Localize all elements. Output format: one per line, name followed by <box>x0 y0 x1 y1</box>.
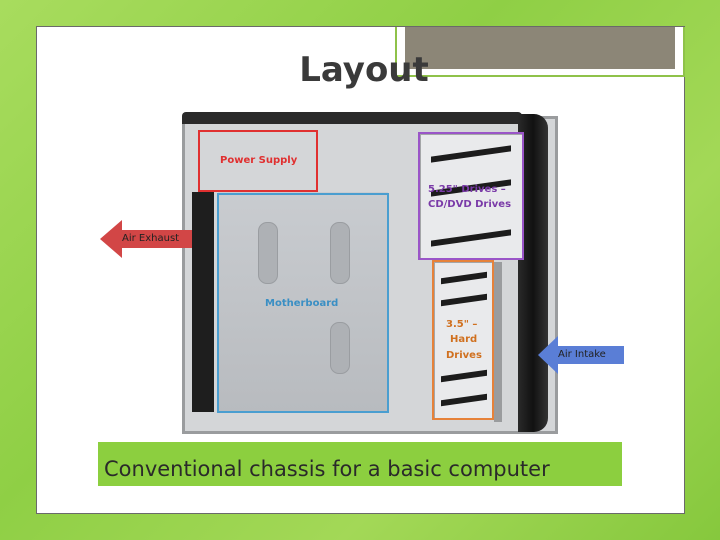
rear-fan <box>192 192 214 412</box>
figure-caption: Conventional chassis for a basic compute… <box>98 442 622 486</box>
drive-bay-525 <box>420 134 524 260</box>
power-supply-label: Power Supply <box>220 155 298 166</box>
air-intake-label: Air Intake <box>558 349 606 360</box>
drives-35-label-line1: 3.5" – <box>446 319 478 330</box>
air-exhaust-arrow-body <box>120 230 192 248</box>
case-top-edge <box>182 112 522 124</box>
slide-title: Layout <box>299 50 429 90</box>
air-intake-arrow: Air Intake <box>538 336 624 374</box>
tray-cutout <box>330 322 350 374</box>
air-intake-arrow-body <box>556 346 624 364</box>
motherboard-label: Motherboard <box>265 298 339 309</box>
drive-rail <box>494 262 502 422</box>
air-exhaust-arrow: Air Exhaust <box>100 220 192 258</box>
tray-cutout <box>258 222 278 284</box>
motherboard-outline <box>217 193 389 413</box>
drives-35-label-line2: Hard <box>450 334 478 345</box>
drives-525-outline <box>418 132 524 260</box>
motherboard-tray <box>218 192 388 412</box>
power-supply-outline <box>198 130 318 192</box>
drives-35-outline <box>432 260 494 420</box>
air-exhaust-label: Air Exhaust <box>122 233 180 244</box>
decorative-tab <box>395 27 685 77</box>
chassis-photo <box>100 102 628 438</box>
drives-525-label-line1: 5.25" Drives – <box>428 184 506 195</box>
tray-cutout <box>330 222 350 284</box>
drives-35-label-line3: Drives <box>446 350 482 361</box>
left-arrow-icon <box>100 220 122 258</box>
decorative-tab-fill <box>405 27 675 69</box>
drives-525-label-line2: CD/DVD Drives <box>428 199 512 210</box>
left-arrow-icon <box>538 336 558 374</box>
